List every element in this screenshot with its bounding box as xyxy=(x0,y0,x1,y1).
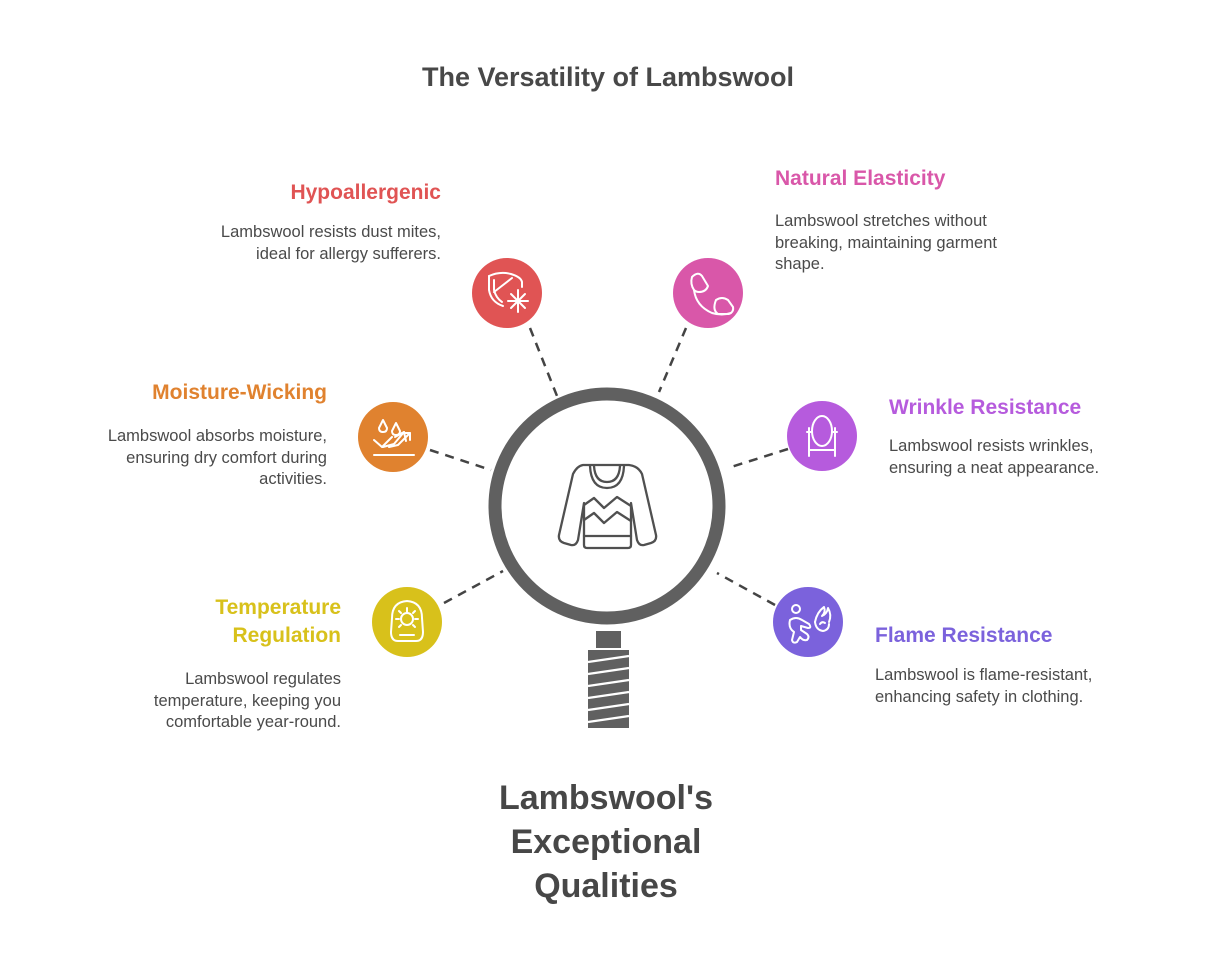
hypoallergenic-badge xyxy=(472,258,542,328)
feature-description: Lambswool resists dust mites, ideal for … xyxy=(220,223,441,263)
connector-temperature-regulation xyxy=(443,569,504,605)
feature-title: Wrinkle Resistance xyxy=(889,396,1082,419)
feature-title: Flame Resistance xyxy=(875,624,1053,647)
elastic-band-icon xyxy=(690,272,735,316)
connector-flame-resistance xyxy=(716,571,776,607)
mirror-icon xyxy=(806,415,838,457)
thermostat-sun-icon xyxy=(390,600,424,642)
center-label: Lambswool's Exceptional Qualities xyxy=(498,779,713,905)
person-flame-icon xyxy=(788,604,832,644)
feature-description: Lambswool is flame-resistant, enhancing … xyxy=(875,666,1093,706)
temperature-regulation-badge xyxy=(372,587,442,657)
natural-elasticity-badge xyxy=(673,258,743,328)
feature-description: Lambswool stretches without breaking, ma… xyxy=(775,212,997,273)
connector-hypoallergenic xyxy=(528,327,559,397)
feature-description: Lambswool regulates temperature, keeping… xyxy=(153,670,341,731)
connector-lines xyxy=(429,327,789,607)
feature-title: Hypoallergenic xyxy=(290,181,441,204)
diagram-title: The Versatility of Lambswool xyxy=(421,62,795,92)
connector-wrinkle-resistance xyxy=(727,447,789,470)
connector-natural-elasticity xyxy=(657,327,688,393)
wrinkle-resistance-badge xyxy=(787,401,857,471)
sweater-icon xyxy=(557,463,658,550)
feature-title: Temperature Regulation xyxy=(215,596,341,647)
feature-title: Natural Elasticity xyxy=(775,167,946,190)
shield-snowflake-icon xyxy=(488,271,529,313)
droplets-arrows-icon xyxy=(373,419,415,456)
feature-description: Lambswool resists wrinkles, ensuring a n… xyxy=(889,437,1100,477)
moisture-wicking-badge xyxy=(358,402,428,472)
feature-title: Moisture-Wicking xyxy=(152,381,327,404)
magnifier-icon xyxy=(488,387,726,728)
magnifier-neck xyxy=(596,631,621,648)
flame-resistance-badge xyxy=(773,587,843,657)
magnifier-handle xyxy=(587,650,630,728)
connector-moisture-wicking xyxy=(429,448,492,472)
feature-description: Lambswool absorbs moisture, ensuring dry… xyxy=(107,427,327,488)
